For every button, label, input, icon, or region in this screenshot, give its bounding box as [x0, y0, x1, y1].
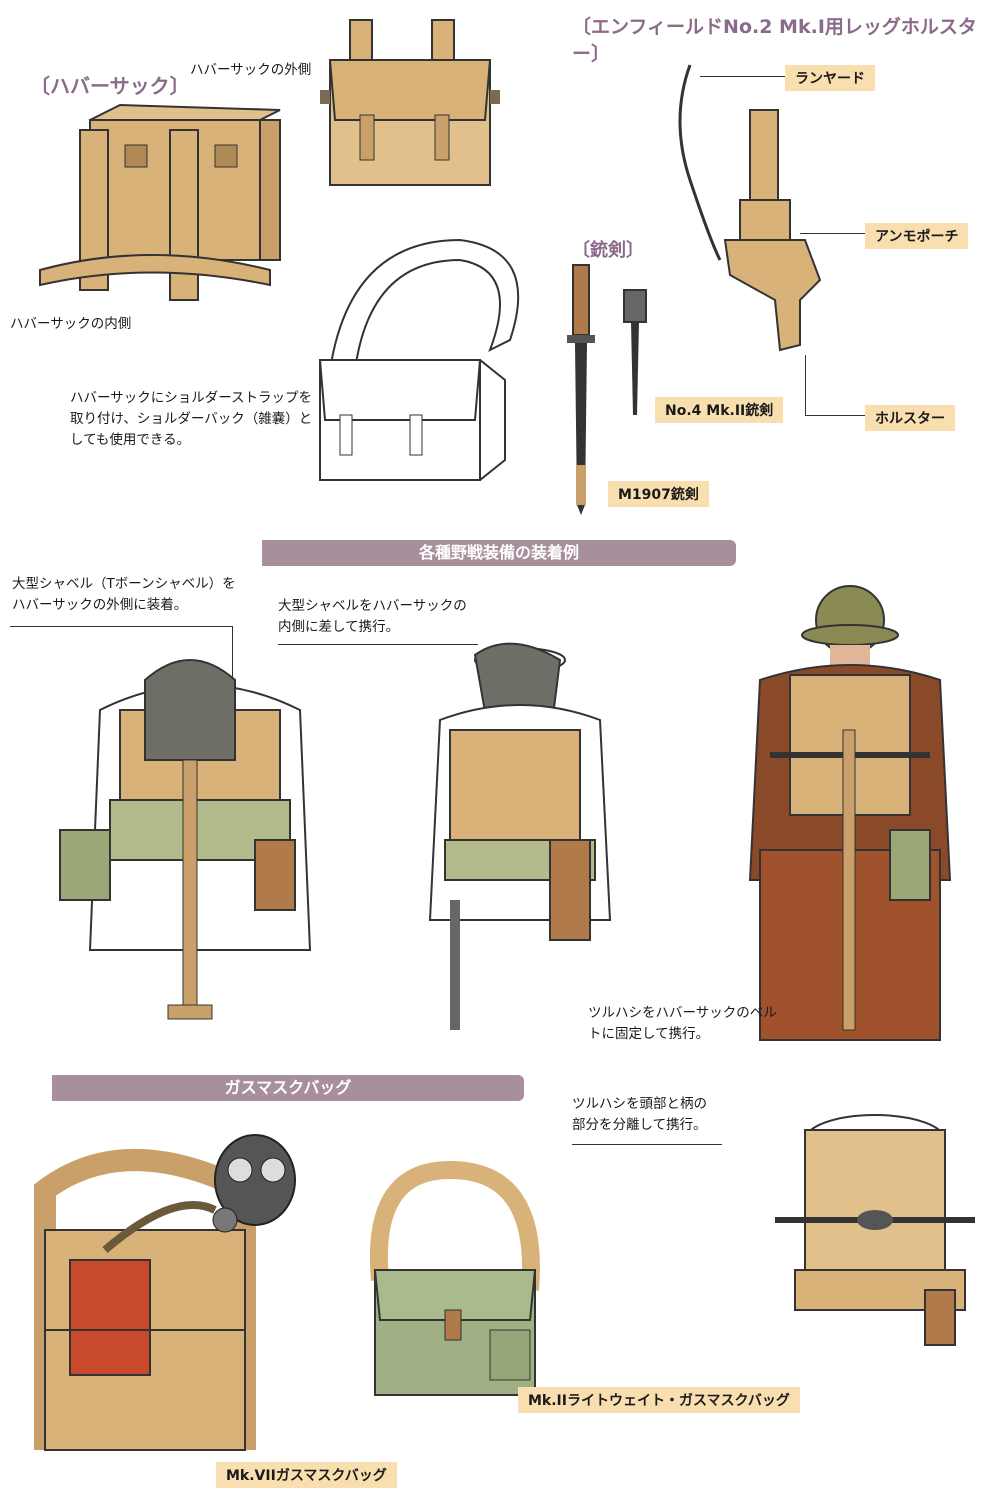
- mk7-gasmask-bag-illustration: [34, 1134, 296, 1451]
- shovel-outside-caption-line2: ハバーサックの外側に装着。: [12, 596, 188, 613]
- holster-leader-line: [805, 415, 865, 416]
- haversack-outside-illustration: [320, 19, 500, 186]
- shoulder-bag-illustration: [318, 238, 520, 481]
- pickaxe-belt-caption-line2: トに固定して携行。: [588, 1025, 710, 1042]
- lanyard-leader-line: [700, 76, 785, 77]
- bayonet-heading: 〔銃剣〕: [572, 240, 644, 261]
- haversack-heading: 〔ハバーサック〕: [30, 74, 190, 98]
- soldier-shovel-outside-illustration: [59, 659, 312, 1020]
- field-equipment-bar: 各種野戦装備の装着例: [262, 540, 736, 566]
- shovel-outside-leader-vline: [232, 626, 233, 696]
- haversack-outside-caption: ハバーサックの外側: [190, 62, 312, 78]
- holster-leader-vline: [805, 355, 806, 415]
- mk2-gasmask-tag: Mk.IIライトウェイト・ガスマスクバッグ: [518, 1387, 800, 1413]
- haversack-inside-caption: ハバーサックの内側: [10, 316, 132, 332]
- pickaxe-split-caption: ツルハシを頭部と柄の 部分を分離して携行。: [572, 1094, 707, 1136]
- haversack-inside-illustration: [39, 103, 281, 301]
- shoulder-strap-caption-line1: ハバーサックにショルダーストラップを: [70, 390, 313, 406]
- shovel-inside-caption: 大型シャベルをハバーサックの 内側に差して携行。: [278, 596, 467, 638]
- shovel-outside-leader-line: [10, 626, 232, 627]
- soldier-shovel-inside-illustration: [428, 642, 612, 1030]
- shoulder-strap-caption: ハバーサックにショルダーストラップを 取り付け、ショルダーバック（雑嚢）と して…: [70, 388, 312, 451]
- shovel-outside-caption: 大型シャベル（Tボーンシャベル）を ハバーサックの外側に装着。: [12, 574, 236, 616]
- lanyard-tag: ランヤード: [785, 65, 875, 91]
- mk7-gasmask-tag: Mk.VIIガスマスクバッグ: [216, 1462, 397, 1488]
- no4-bayonet-tag: No.4 Mk.II銃剣: [655, 397, 784, 423]
- pickaxe-split-leader-line: [572, 1144, 722, 1145]
- pickaxe-split-caption-line2: 部分を分離して携行。: [572, 1116, 707, 1133]
- shovel-outside-caption-line1: 大型シャベル（Tボーンシャベル）を: [12, 576, 236, 592]
- shoulder-strap-caption-line2: 取り付け、ショルダーバック（雑嚢）と: [70, 410, 313, 427]
- holster-tag: ホルスター: [865, 405, 955, 431]
- pickaxe-split-caption-line1: ツルハシを頭部と柄の: [572, 1096, 707, 1112]
- ammo-pouch-tag: アンモポーチ: [865, 223, 969, 249]
- holster-heading: 〔エンフィールドNo.2 Mk.I用レッグホルスター〕: [572, 16, 977, 65]
- shovel-inside-caption-line1: 大型シャベルをハバーサックの: [278, 598, 467, 614]
- m1907-bayonet-tag: M1907銃剣: [608, 481, 709, 507]
- pickaxe-belt-caption-line1: ツルハシをハバーサックのベル: [588, 1005, 777, 1021]
- gasmask-bag-bar: ガスマスクバッグ: [52, 1075, 524, 1101]
- shovel-inside-leader-line: [278, 644, 478, 645]
- mk2-gasmask-bag-illustration: [369, 1160, 540, 1396]
- pickaxe-belt-caption: ツルハシをハバーサックのベル トに固定して携行。: [588, 1003, 777, 1045]
- holster-illustration: [678, 64, 822, 352]
- no4-bayonet-illustration: [623, 289, 647, 415]
- soldier-pickaxe-illustration: [748, 585, 952, 1041]
- m1907-bayonet-illustration: [567, 264, 595, 515]
- shoulder-strap-caption-line3: しても使用できる。: [70, 431, 191, 448]
- soldier-pickaxe-split-illustration: [775, 1114, 975, 1346]
- ammo-pouch-leader-line: [800, 233, 865, 234]
- shovel-inside-caption-line2: 内側に差して携行。: [278, 618, 400, 635]
